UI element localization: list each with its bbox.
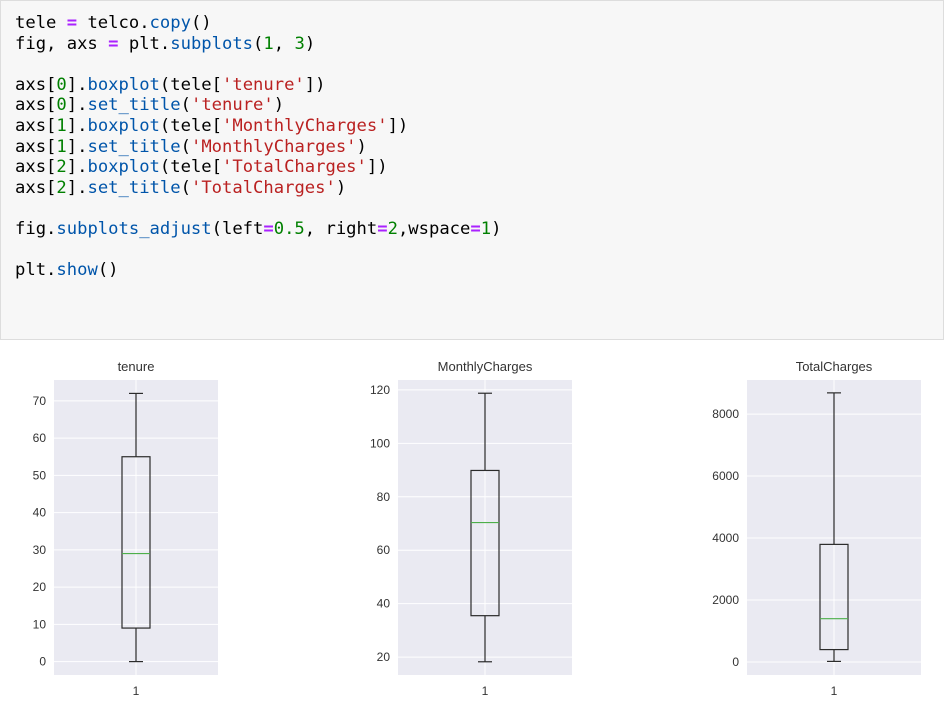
code-line: axs[2].set_title('TotalCharges') <box>15 177 347 198</box>
y-tick-label: 10 <box>33 617 47 631</box>
code-line: axs[2].boxplot(tele['TotalCharges']) <box>15 157 388 178</box>
subplot-title: TotalCharges <box>796 359 873 374</box>
code-line <box>15 198 501 219</box>
code-editor[interactable]: tele = telco.copy()fig, axs = plt.subplo… <box>15 13 501 281</box>
code-line: plt.show() <box>15 260 119 281</box>
code-line <box>15 54 501 75</box>
y-tick-label: 30 <box>33 543 47 557</box>
code-line <box>15 240 501 261</box>
y-tick-label: 70 <box>33 394 47 408</box>
y-tick-label: 2000 <box>712 593 739 607</box>
x-tick-label: 1 <box>482 684 489 698</box>
code-line: axs[1].set_title('MonthlyCharges') <box>15 136 367 157</box>
subplot-title: tenure <box>118 359 155 374</box>
iqr-box <box>121 456 151 629</box>
y-tick-label: 6000 <box>712 469 739 483</box>
subplot-monthlycharges: MonthlyCharges 20 40 60 80 100 120 1 <box>370 359 572 698</box>
code-line: fig.subplots_adjust(left=0.5, right=2,ws… <box>15 218 502 239</box>
code-line: axs[0].boxplot(tele['tenure']) <box>15 74 326 95</box>
iqr-box <box>470 469 500 617</box>
subplot-totalcharges: TotalCharges 0 2000 4000 6000 8000 1 <box>712 359 921 698</box>
code-cell[interactable]: tele = telco.copy()fig, axs = plt.subplo… <box>0 0 944 340</box>
y-tick-label: 40 <box>377 597 391 611</box>
subplot-tenure: tenure 0 10 20 30 40 50 60 70 1 <box>33 359 218 698</box>
y-tick-label: 60 <box>33 431 47 445</box>
y-tick-label: 20 <box>33 580 47 594</box>
y-tick-label: 80 <box>377 490 391 504</box>
y-tick-label: 120 <box>370 383 390 397</box>
y-tick-label: 4000 <box>712 531 739 545</box>
y-tick-label: 0 <box>732 655 739 669</box>
code-line: axs[0].set_title('tenure') <box>15 95 285 116</box>
code-line: tele = telco.copy() <box>15 13 212 33</box>
x-tick-label: 1 <box>831 684 838 698</box>
y-tick-label: 40 <box>33 506 47 520</box>
y-tick-label: 0 <box>39 655 46 669</box>
y-tick-label: 60 <box>377 543 391 557</box>
y-tick-label: 8000 <box>712 407 739 421</box>
subplot-title: MonthlyCharges <box>438 359 533 374</box>
x-tick-label: 1 <box>133 684 140 698</box>
y-tick-label: 100 <box>370 436 390 450</box>
y-tick-label: 20 <box>377 650 391 664</box>
iqr-box <box>819 543 849 651</box>
code-line: axs[1].boxplot(tele['MonthlyCharges']) <box>15 115 409 136</box>
code-line: fig, axs = plt.subplots(1, 3) <box>15 33 316 54</box>
y-tick-label: 50 <box>33 468 47 482</box>
